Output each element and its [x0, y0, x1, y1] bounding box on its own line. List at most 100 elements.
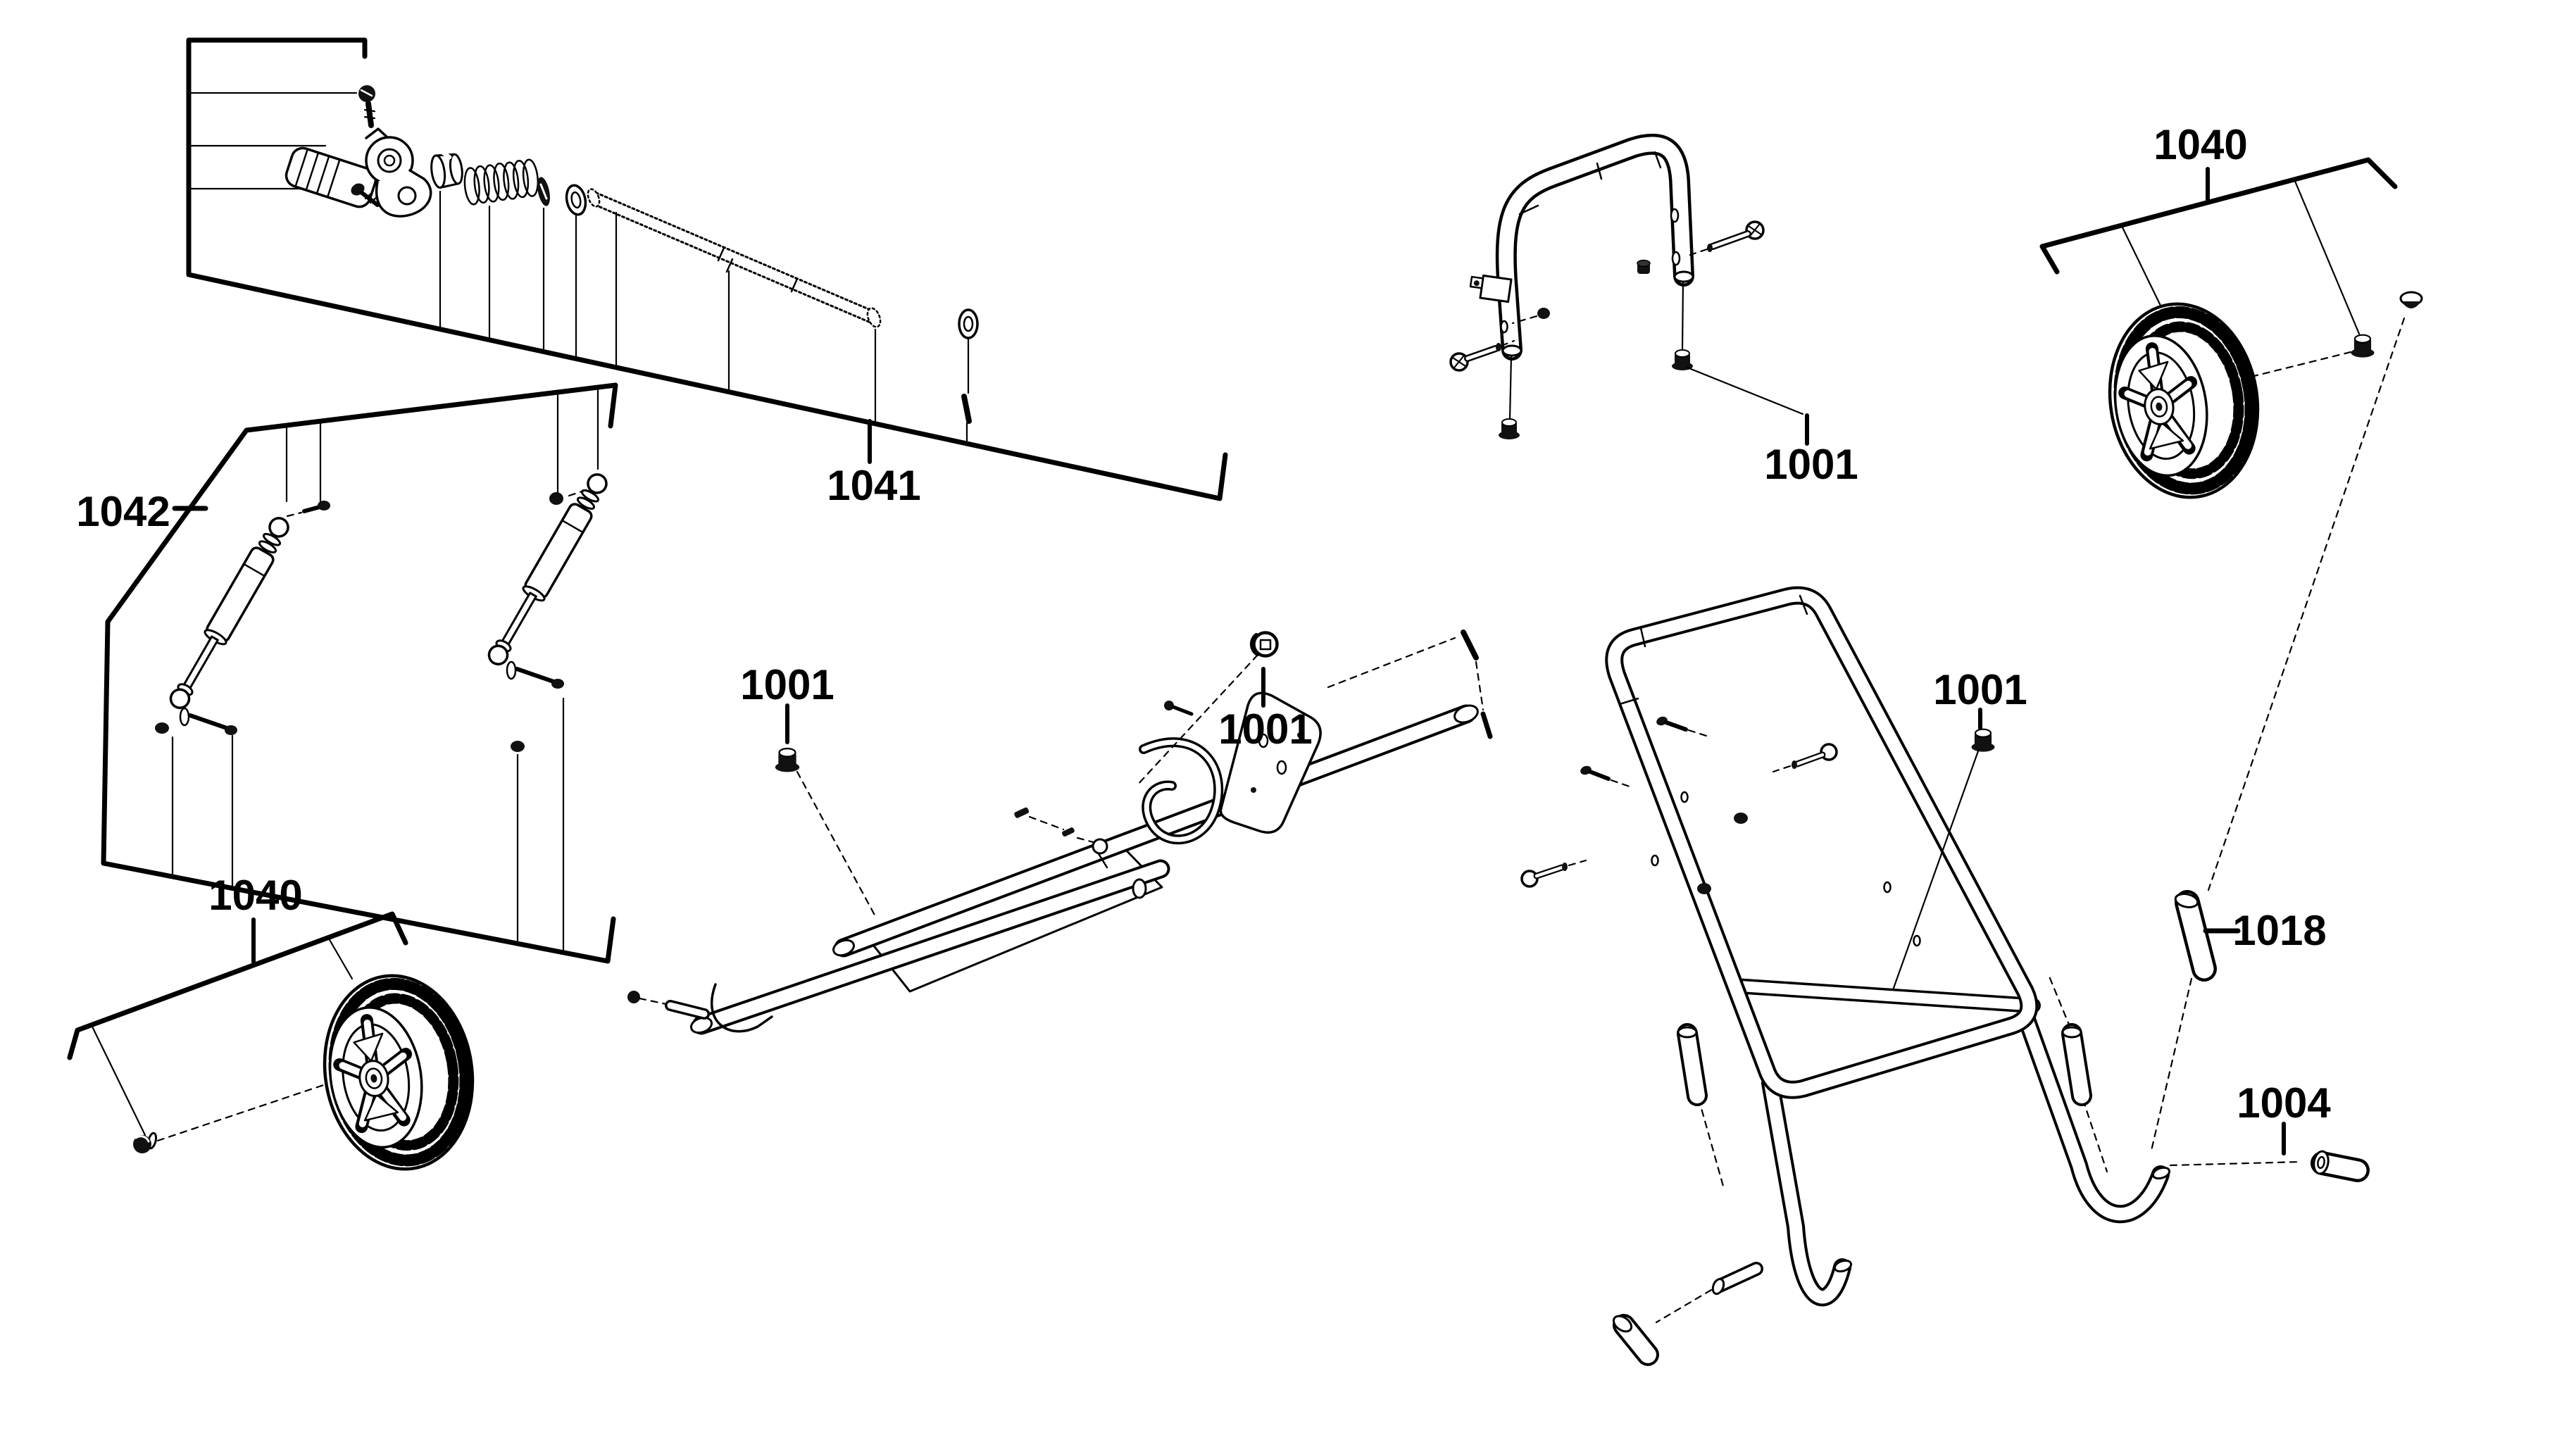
tube-seams [1518, 151, 1662, 215]
group-stand-frame: 1001 1018 1004 [1520, 291, 2423, 1366]
nut-body [1537, 308, 1550, 319]
gas-spring-right [482, 468, 613, 670]
screw-axis-dashed [1610, 779, 1631, 788]
bolt-threads [363, 108, 376, 120]
bushing-clip [430, 150, 463, 189]
coil [463, 167, 480, 206]
wheel-top-right [2096, 293, 2272, 508]
wheel-bolt [133, 1132, 158, 1153]
rod-top-edge [590, 189, 873, 312]
tube-open-end [1673, 270, 1694, 283]
cap-axis-dashed [1135, 653, 1259, 787]
stud [1014, 807, 1030, 818]
nut [511, 741, 525, 752]
bolt-head-facets [1451, 355, 1467, 368]
push-cap-notch [1259, 639, 1272, 651]
pin-axis-dashed [1327, 637, 1484, 711]
part-label-1042: 1042 [76, 488, 170, 535]
bolt-axis-dashed [1500, 339, 1515, 347]
wheel-nut [2350, 334, 2375, 358]
part-label-1004: 1004 [2237, 1079, 2331, 1127]
cotter-pin [961, 394, 972, 424]
callout-bracket-1041 [186, 37, 1228, 501]
frame-seams [1618, 594, 1808, 706]
plate-rivet [1251, 787, 1256, 793]
latch-screw [351, 183, 380, 207]
part-label-1040-right: 1040 [2153, 121, 2247, 168]
stand-leg-right [2018, 1010, 2171, 1224]
leg-core [1764, 1077, 1849, 1304]
latch-bolt [358, 85, 376, 128]
bushing-end [430, 154, 446, 189]
nut-axis-dashed [1511, 315, 1538, 325]
callout-bracket-1040-right [2039, 157, 2398, 275]
tube-open-end [689, 1016, 713, 1034]
leader-line [90, 1024, 146, 1136]
frame-hole [1651, 854, 1659, 867]
washer-inner [570, 191, 582, 209]
hook-core [1141, 739, 1221, 842]
bolt-shaft [188, 713, 229, 730]
foot-stub-core [1715, 1264, 1761, 1291]
leader-line [1686, 366, 1804, 415]
pin [1480, 711, 1493, 739]
handle-nut-small [1511, 308, 1550, 325]
rod-end [866, 307, 882, 328]
push-cap [2399, 291, 2423, 308]
group-1001-handle-bar: 1001 [1449, 133, 1858, 488]
rod-start [587, 188, 601, 208]
part-label-1040-left: 1040 [208, 872, 302, 919]
frame-hardware [1520, 716, 1921, 947]
leader-lines [439, 190, 970, 445]
coil [473, 165, 490, 204]
leader-line [1892, 748, 1980, 991]
gas-spring-left [163, 512, 295, 714]
latch-hole [383, 154, 396, 167]
bolt-tip [1496, 343, 1501, 351]
rod-bottom-edge [594, 203, 877, 326]
leader-line [327, 937, 354, 980]
coil [503, 161, 520, 200]
latch-tab [365, 127, 389, 139]
tube-hole [1670, 208, 1680, 223]
tube-hole [1500, 320, 1508, 334]
leader-line [1508, 355, 1513, 421]
washer [506, 660, 517, 680]
stud-axis-dashed [1028, 815, 1065, 831]
group-1040-wheel-top-right: 1040 [2039, 121, 2398, 508]
washer [179, 707, 190, 727]
sleeve-core [2177, 893, 2214, 979]
foot-open-end [1833, 1259, 1853, 1273]
bolt-tip [1792, 760, 1797, 769]
part-label-1018: 1018 [2232, 907, 2326, 954]
leader-line [1681, 280, 1684, 352]
screw-shaft [1171, 705, 1194, 716]
screw-axis-dashed [1687, 729, 1710, 738]
bolt-shaft [365, 101, 374, 128]
screw-head [1164, 701, 1174, 710]
nut-axis-dashed [568, 487, 592, 497]
axle-cap-nut [774, 747, 801, 773]
stirrup-bracket [711, 983, 773, 1033]
tube-hole [1671, 251, 1681, 266]
handle-bolt-left [1449, 339, 1515, 372]
latch-handle [285, 127, 432, 218]
part-label-1001-handle: 1001 [1764, 441, 1858, 488]
washer-outer [958, 308, 979, 339]
washer-outer [565, 184, 587, 216]
bolt-head [225, 725, 237, 735]
sleeve-core [2064, 1026, 2089, 1103]
bolt-shaft-core [1465, 346, 1498, 361]
retaining-clip [537, 177, 550, 206]
coil [512, 159, 530, 199]
bushing-slit [440, 150, 452, 160]
sleeve-open-end [1677, 1026, 1698, 1039]
push-cap-skirt [2401, 301, 2421, 308]
part-label-1001-axle-right: 1001 [1218, 706, 1312, 753]
coil [493, 162, 510, 201]
bolt-head-facets [1747, 223, 1763, 237]
washer-inner [963, 315, 974, 332]
leg-sleeve-floating-left [1677, 1023, 1708, 1106]
frame-hole [1913, 934, 1921, 947]
